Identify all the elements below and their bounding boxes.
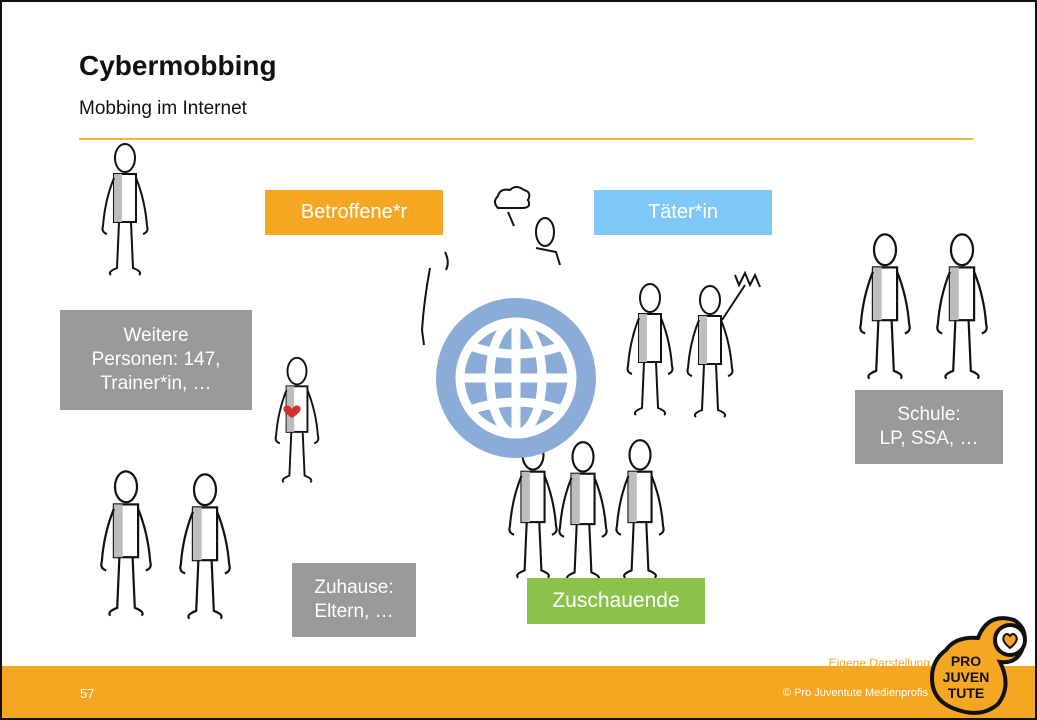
figure-heart <box>274 356 320 484</box>
slide-subtitle: Mobbing im Internet <box>79 98 247 119</box>
figure-pair-bottom-left <box>100 470 231 620</box>
label-zuhause-line-1: Zuhause: <box>314 577 394 599</box>
label-betroffene: Betroffene*r <box>265 190 443 235</box>
label-betroffene-text: Betroffene*r <box>300 201 408 223</box>
page-number: 57 <box>80 686 95 701</box>
figure-group-onlookers <box>508 439 665 581</box>
label-zuschauende: Zuschauende <box>527 578 705 624</box>
label-weitere-line-2: Personen: 147, <box>91 349 221 371</box>
logo-text-1: PRO <box>951 653 981 669</box>
logo-text-3: TUTE <box>948 685 985 701</box>
label-zuhause-line-2: Eltern, … <box>314 601 394 622</box>
title-divider <box>79 138 973 140</box>
figure-top-left <box>101 143 149 276</box>
image-credit: Eigene Darstellung <box>828 656 930 670</box>
label-weitere-line-3: Trainer*in, … <box>100 372 212 394</box>
globe-icon <box>436 298 596 458</box>
footer-bar <box>2 666 1035 718</box>
label-schule-line-2: LP, SSA, … <box>879 428 979 449</box>
slide-title: Cybermobbing <box>79 50 277 81</box>
label-weitere-personen: Weitere Personen: 147, Trainer*in, … <box>60 310 252 410</box>
logo-text-2: JUVEN <box>943 669 990 685</box>
heart-icon <box>283 405 301 418</box>
copyright-text: © Pro Juventute Medienprofis <box>782 687 928 699</box>
label-schule: Schule: LP, SSA, … <box>855 390 1003 464</box>
label-taeter: Täter*in <box>594 190 772 235</box>
figure-pair-perpetrators <box>626 270 761 418</box>
figure-pair-right <box>859 233 988 380</box>
label-taeter-text: Täter*in <box>647 201 719 223</box>
heart-icon <box>1002 633 1018 650</box>
pro-juventute-logo: PRO JUVEN TUTE <box>929 616 1027 715</box>
label-schule-line-1: Schule: <box>897 404 961 426</box>
figure-cloud <box>494 186 561 266</box>
label-weitere-line-1: Weitere <box>123 325 189 347</box>
figure-partial-left <box>420 251 449 346</box>
label-zuschauende-text: Zuschauende <box>552 588 680 612</box>
label-zuhause: Zuhause: Eltern, … <box>292 563 416 637</box>
